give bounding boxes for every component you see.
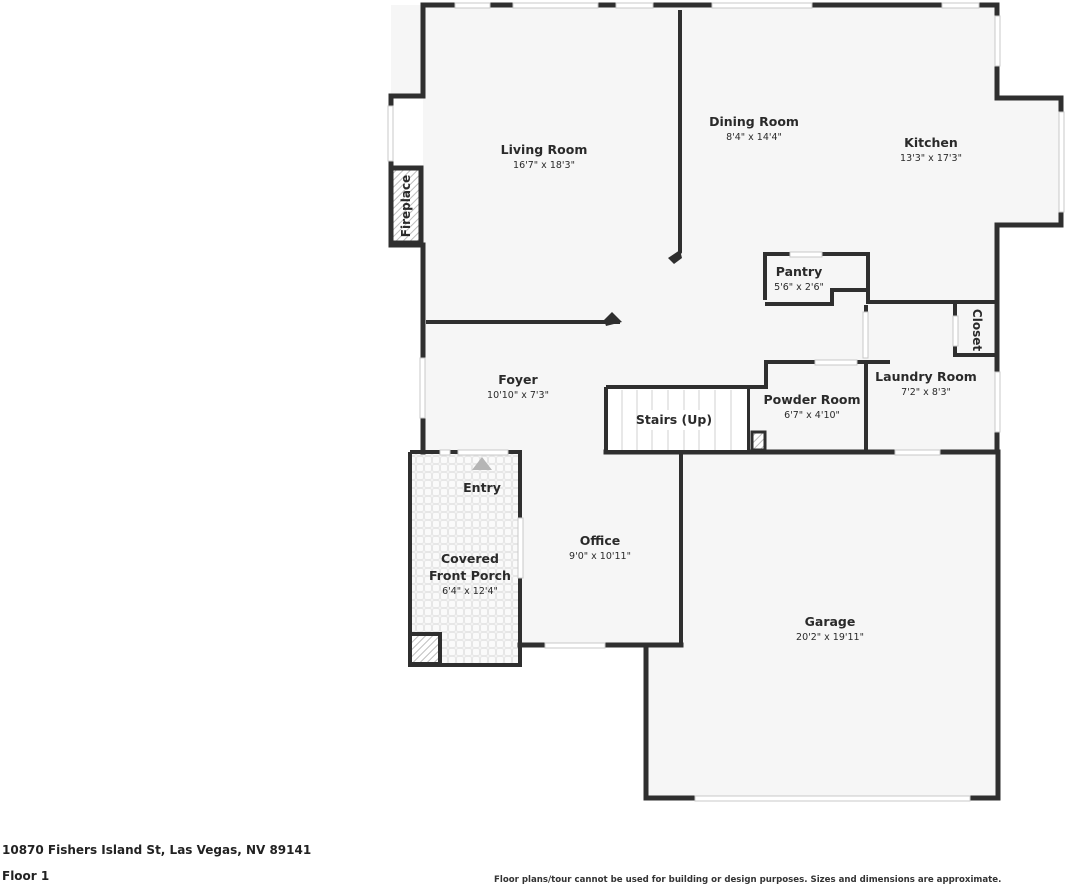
closet-label: Closet xyxy=(970,309,984,351)
room-name-porch-line2: Front Porch xyxy=(429,568,511,583)
room-dims-powder: 6'7" x 4'10" xyxy=(784,410,840,421)
stairs: Stairs (Up) xyxy=(608,389,747,450)
room-name-office: Office xyxy=(580,533,620,548)
porch-tiles xyxy=(410,453,520,665)
fireplace-label: Fireplace xyxy=(399,175,413,237)
windows xyxy=(387,2,1065,802)
room-name-pantry: Pantry xyxy=(776,264,822,279)
fireplace: Fireplace xyxy=(388,165,424,246)
property-address: 10870 Fishers Island St, Las Vegas, NV 8… xyxy=(2,843,312,857)
room-dims-pantry: 5'6" x 2'6" xyxy=(774,282,824,293)
room-name-dining: Dining Room xyxy=(709,114,799,129)
room-dims-kitchen: 13'3" x 17'3" xyxy=(900,153,962,164)
entry-label: Entry xyxy=(463,480,501,495)
room-labels: Living Room 16'7" x 18'3" Dining Room 8'… xyxy=(429,114,984,643)
room-name-powder: Powder Room xyxy=(763,392,860,407)
stairs-label: Stairs (Up) xyxy=(636,412,712,427)
room-name-garage: Garage xyxy=(805,614,856,629)
room-dims-garage: 20'2" x 19'11" xyxy=(796,632,864,643)
disclaimer: Floor plans/tour cannot be used for buil… xyxy=(494,875,1002,885)
room-dims-foyer: 10'10" x 7'3" xyxy=(487,390,549,401)
room-name-kitchen: Kitchen xyxy=(904,135,958,150)
entry-arrow-icon xyxy=(472,457,492,470)
room-name-living: Living Room xyxy=(501,142,588,157)
pillar xyxy=(408,632,442,666)
floor-label: Floor 1 xyxy=(2,869,50,883)
room-name-porch-line1: Covered xyxy=(441,551,499,566)
room-dims-dining: 8'4" x 14'4" xyxy=(726,132,782,143)
room-dims-living: 16'7" x 18'3" xyxy=(513,160,575,171)
room-name-laundry: Laundry Room xyxy=(875,369,977,384)
room-dims-laundry: 7'2" x 8'3" xyxy=(901,387,951,398)
room-name-foyer: Foyer xyxy=(498,372,538,387)
room-dims-porch: 6'4" x 12'4" xyxy=(442,586,498,597)
room-dims-office: 9'0" x 10'11" xyxy=(569,551,631,562)
utility-box xyxy=(750,430,767,452)
